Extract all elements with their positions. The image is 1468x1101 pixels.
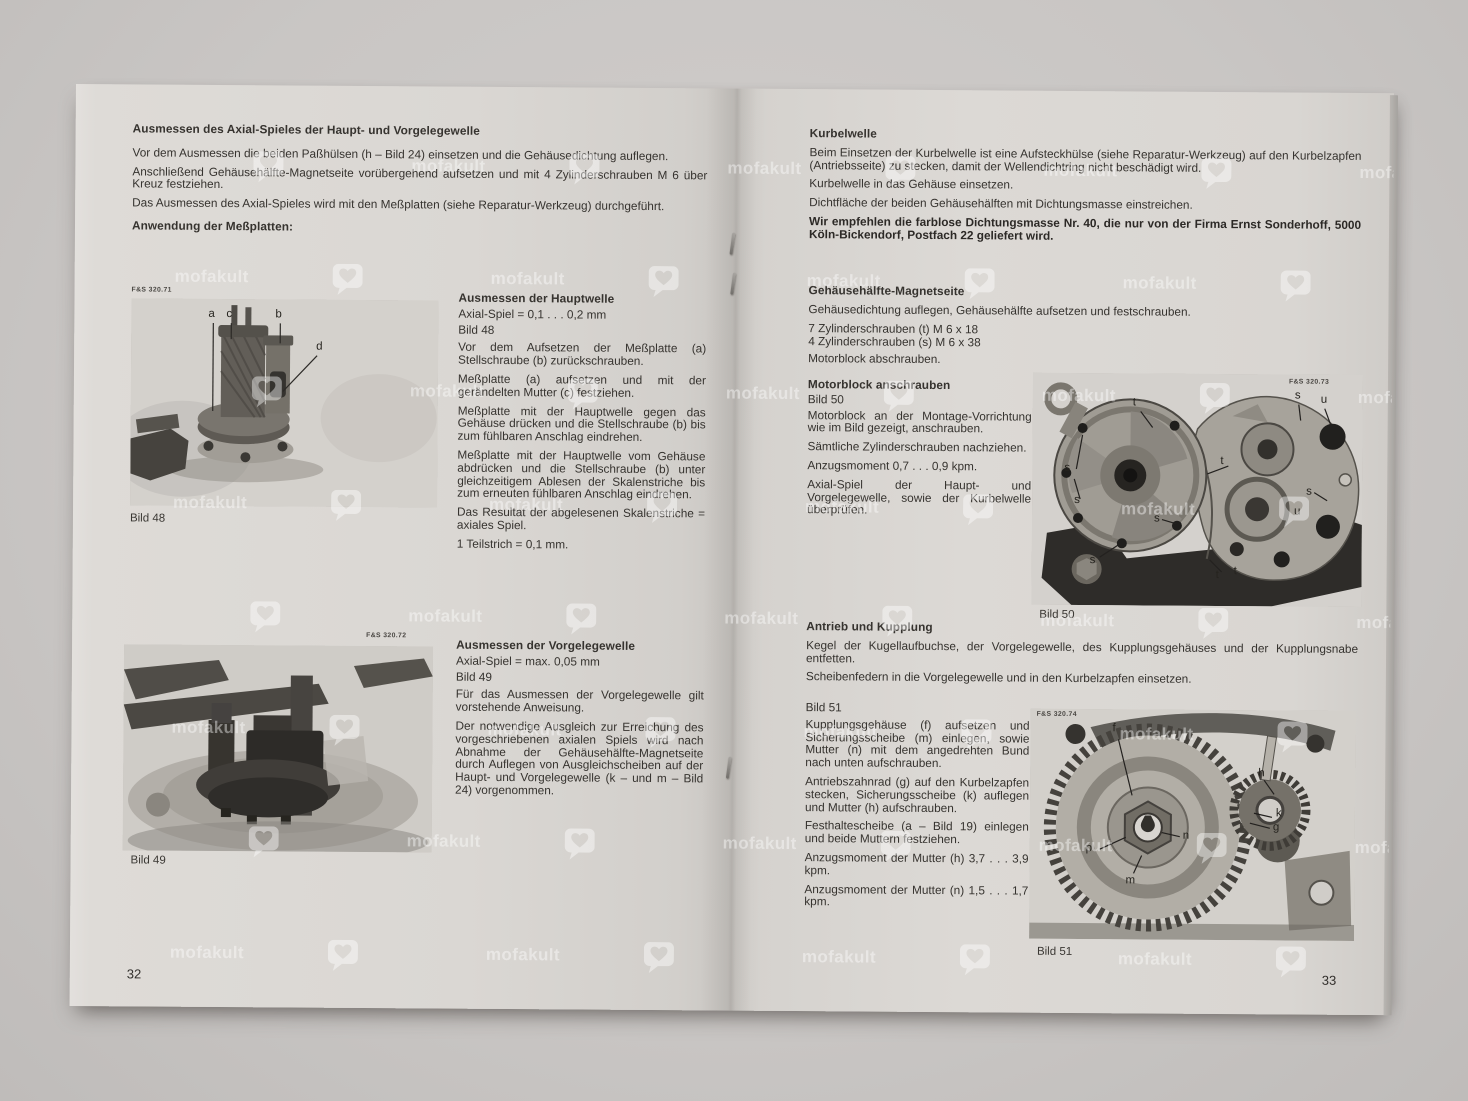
part-label-s: s — [1294, 389, 1301, 402]
paragraph: Vor dem Aufsetzen der Meßplatte (a) Stel… — [458, 340, 707, 369]
figure-reference: Bild 49 — [455, 669, 493, 684]
figure-reference: Bild 50 — [807, 391, 844, 407]
figure-49-caption: Bild 49 — [130, 854, 166, 867]
photo-ref: F&S 320.74 — [1036, 710, 1077, 719]
paragraph: Kegel der Kugellaufbuchse, der Vorgelege… — [805, 637, 1359, 666]
paragraph: Meßplatte (a) aufsetzen und mit der gerä… — [457, 371, 706, 400]
paragraph: Vor dem Ausmessen die beiden Paßhülsen (… — [132, 145, 669, 163]
paragraph: Der notwendige Ausgleich zur Erreichung … — [455, 718, 704, 798]
figure-50-caption: Bild 50 — [1039, 608, 1075, 621]
photo-ref: F&S 320.72 — [366, 632, 407, 640]
section-heading: Kurbelwelle — [809, 126, 878, 141]
part-label-p: p — [1085, 842, 1093, 855]
section-heading: Ausmessen der Hauptwelle — [458, 290, 615, 306]
section-heading: Motorblock anschrauben — [807, 377, 951, 393]
figure-48-caption: Bild 48 — [129, 512, 166, 525]
part-label-s: s — [1306, 485, 1312, 498]
paragraph: Sämtliche Zylinderschrauben nachziehen. — [807, 439, 1027, 455]
figure-51-illustration — [1029, 708, 1356, 941]
part-label-m: m — [1125, 874, 1136, 887]
photo-ref: F&S 320.73 — [1288, 378, 1330, 386]
paragraph: Anschließend Gehäusehälfte-Magnetseite v… — [132, 163, 708, 192]
paragraph: Anzugsmoment der Mutter (h) 3,7 . . . 3,… — [804, 850, 1029, 878]
spec-line: Axial-Spiel = 0,1 . . . 0,2 mm — [458, 306, 607, 322]
kurbelwelle-section: Kurbelwelle Beim Einsetzen der Kurbelwel… — [808, 126, 1362, 244]
part-label-a: a — [208, 307, 215, 320]
figure-49-photo — [122, 644, 434, 853]
part-label-t: t — [1233, 565, 1237, 578]
kupplung-section: Bild 51 Kupplungsgehäuse (f) aufsetzen u… — [804, 700, 1030, 910]
figure-48-photo: a c b d — [130, 298, 439, 508]
page-number-right: 33 — [1321, 972, 1337, 988]
paragraph: Das Resultat der abgelesenen Skalenstric… — [456, 504, 706, 533]
part-label-t: t — [1220, 454, 1224, 468]
paragraph: Gehäusedichtung auflegen, Gehäusehälfte … — [808, 301, 1191, 319]
figure-49-illustration — [122, 644, 434, 853]
note-paragraph: Wir empfehlen die farblose Dichtungsmass… — [808, 214, 1362, 243]
figure-50-photo: t t t t s s s s s s u u F&S 320.73 — [1031, 372, 1363, 607]
paragraph: Kupplungsgehäuse (f) aufsetzen und Siche… — [805, 716, 1030, 771]
part-label-f: f — [1112, 722, 1116, 735]
part-label-d: d — [316, 340, 323, 353]
paragraph: Das Ausmessen des Axial-Spieles wird mit… — [132, 195, 665, 214]
vorgelegewelle-section: Ausmessen der Vorgelegewelle Axial-Spiel… — [455, 637, 704, 798]
part-label-u: u — [1320, 393, 1328, 406]
paragraph: Kurbelwelle in das Gehäuse einsetzen. — [809, 176, 1014, 192]
part-label-g: g — [1272, 821, 1280, 834]
part-label-s: s — [1153, 512, 1160, 525]
figure-51-photo: f h k g p n m F&S 320.74 — [1029, 708, 1356, 941]
part-label-n: n — [1182, 829, 1190, 842]
paragraph: Motorblock an der Montage-Vorrichtung wi… — [807, 407, 1032, 436]
antrieb-section: Antrieb und Kupplung Kegel der Kugellauf… — [805, 619, 1359, 687]
paragraph: Meßplatte mit der Hauptwelle vom Gehäuse… — [457, 447, 706, 502]
motorblock-section: Motorblock anschrauben Bild 50 Motorbloc… — [806, 377, 1032, 518]
part-label-s: s — [1074, 493, 1080, 507]
part-label-k: k — [1275, 807, 1282, 820]
paragraph: Meßplatte mit der Hauptwelle gegen das G… — [457, 403, 706, 445]
part-label-u: u — [1294, 505, 1301, 518]
part-label-c: c — [226, 308, 233, 321]
center-fold-shadow — [700, 88, 767, 1011]
figure-48-illustration — [130, 298, 439, 508]
figure-50-illustration — [1031, 372, 1363, 607]
section-heading: Ausmessen der Vorgelegewelle — [456, 637, 636, 653]
figure-reference: Bild 51 — [805, 700, 842, 715]
part-label-b: b — [275, 308, 282, 321]
photo-ref: F&S 320.71 — [131, 286, 172, 294]
spec-line: Axial-Spiel = max. 0,05 mm — [455, 653, 600, 669]
spec-line: 4 Zylinderschrauben (s) M 6 x 38 — [808, 334, 981, 350]
paragraph: Axial-Spiel der Haupt- und Vorgelegewell… — [806, 476, 1032, 517]
paragraph: Beim Einsetzen der Kurbelwelle ist eine … — [809, 144, 1362, 175]
page-title: Ausmessen des Axial-Spieles der Haupt- u… — [132, 121, 480, 138]
paragraph: Dichtfläche der beiden Gehäusehälften mi… — [809, 195, 1193, 212]
paragraph: Anzugsmoment der Mutter (n) 1,5 . . . 1,… — [804, 881, 1029, 909]
figure-51-caption: Bild 51 — [1036, 945, 1073, 958]
paragraph: Antriebszahnrad (g) auf den Kurbelzapfen… — [804, 774, 1030, 815]
part-label-h: h — [1258, 767, 1265, 780]
paragraph: Festhaltescheibe (a – Bild 19) einlegen … — [804, 818, 1029, 847]
part-label-t: t — [1215, 568, 1219, 581]
left-intro-section: Ausmessen des Axial-Spieles der Haupt- u… — [132, 121, 708, 236]
section-heading: Antrieb und Kupplung — [806, 619, 933, 634]
gehaeusehaelfte-section: Gehäusehälfte-Magnetseite Gehäusedichtun… — [808, 283, 1361, 369]
paragraph: 1 Teilstrich = 0,1 mm. — [456, 536, 569, 552]
part-label-s: s — [1089, 554, 1096, 567]
part-label-t: t — [1132, 396, 1137, 409]
paragraph: Anzugsmoment 0,7 . . . 0,9 kpm. — [807, 458, 978, 474]
hauptwelle-section: Ausmessen der Hauptwelle Axial-Spiel = 0… — [456, 290, 707, 552]
figure-reference: Bild 48 — [458, 322, 495, 337]
paragraph: Für das Ausmessen der Vorgelegewelle gil… — [455, 687, 704, 715]
part-label-s: s — [1064, 461, 1071, 474]
section-heading: Gehäusehälfte-Magnetseite — [808, 283, 965, 299]
manual-booklet-spread: Ausmessen des Axial-Spieles der Haupt- u… — [69, 84, 1398, 1016]
page-number-left: 32 — [126, 966, 142, 982]
